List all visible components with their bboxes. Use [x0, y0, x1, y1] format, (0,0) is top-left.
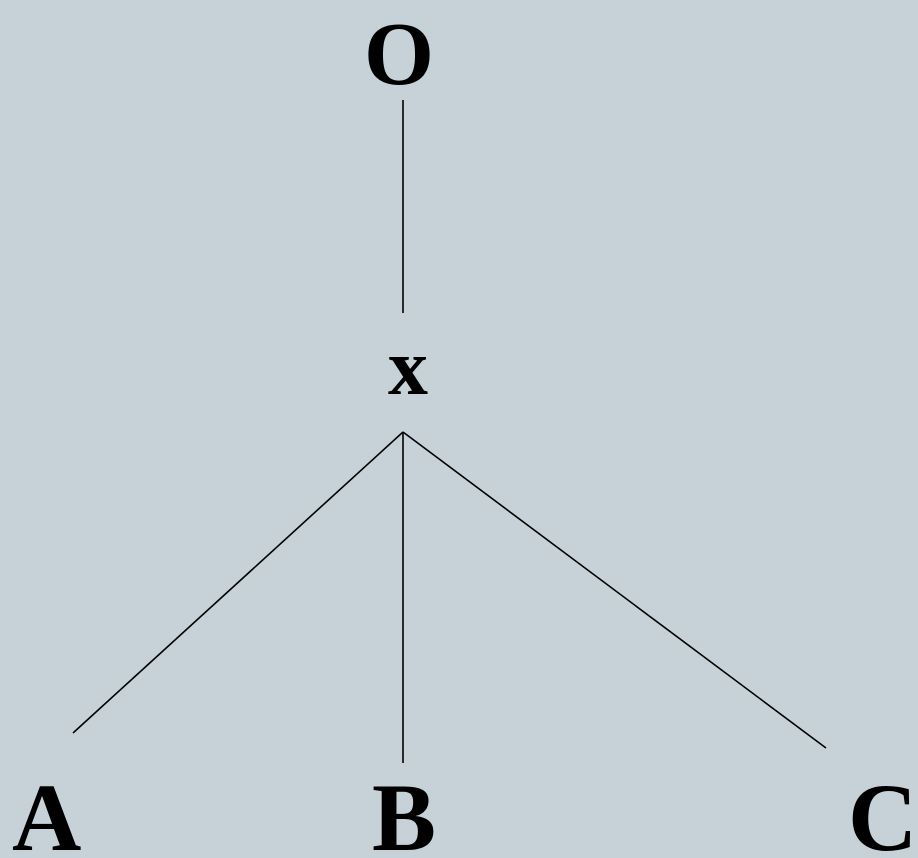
edge-x-a [72, 431, 404, 734]
node-a-label: A [12, 764, 82, 858]
edge-x-c [402, 431, 827, 749]
node-x-label: x [388, 324, 428, 412]
node-o-label: O [364, 5, 435, 104]
node-c-label: C [848, 764, 918, 858]
node-b-label: B [372, 764, 437, 858]
